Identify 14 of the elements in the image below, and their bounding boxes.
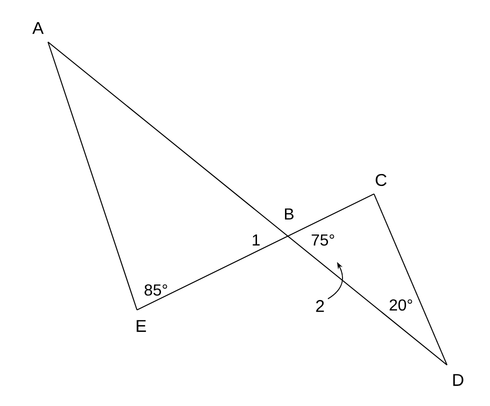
angle-label: 85° — [144, 284, 168, 296]
point-label: 2 — [316, 300, 324, 312]
angle-label: 20° — [390, 299, 412, 311]
point-label: D — [453, 374, 464, 386]
line-segment — [48, 42, 138, 310]
point-label: E — [136, 320, 146, 332]
point-label: A — [32, 22, 44, 34]
line-segment — [48, 42, 448, 366]
line-segment — [374, 194, 448, 366]
angle-label: 75° — [312, 234, 334, 246]
point-label: B — [284, 208, 294, 220]
point-label: C — [376, 174, 386, 186]
angle-label: 1 — [252, 234, 260, 246]
line-segment — [136, 194, 374, 310]
